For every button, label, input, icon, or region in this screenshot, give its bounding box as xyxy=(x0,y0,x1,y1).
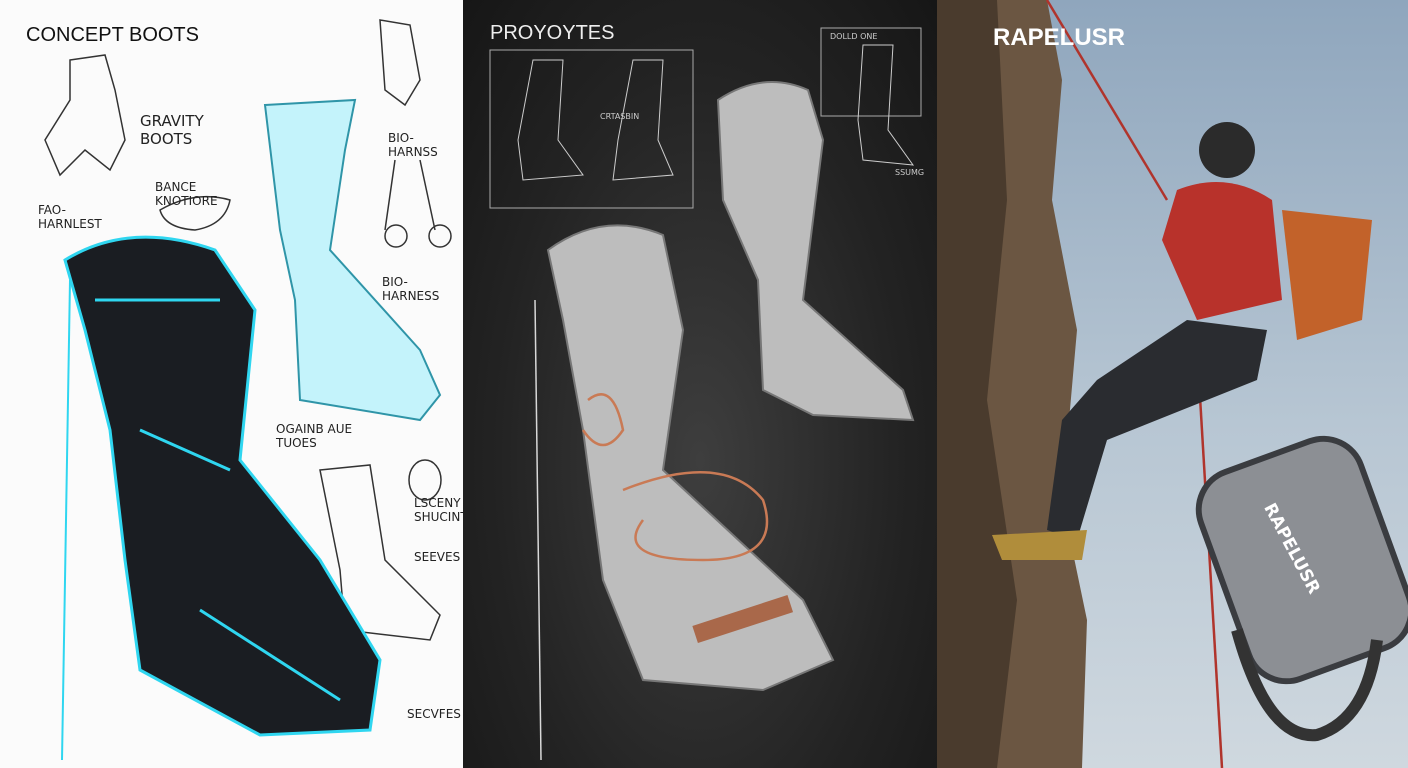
prototype-boots-render xyxy=(489,27,922,761)
blueprint-label: CRTASBIN xyxy=(600,112,640,121)
concept-sketch-panel: CONCEPT BOOTS GRAVITY BOOTS BANCE KNOTIO… xyxy=(0,0,463,768)
sketch-label: FAO- HARNLEST xyxy=(38,203,102,232)
sketch-label: SECVFES xyxy=(407,707,461,721)
panel-title: PROYOYTES xyxy=(490,22,615,44)
rappelling-photo-panel: RAPELUSR RAPELUSR xyxy=(937,0,1408,768)
sketch-label: GRAVITY BOOTS xyxy=(140,112,204,148)
sketch-label: BIO-HARNSS xyxy=(388,131,438,160)
climber-photo xyxy=(937,0,1408,768)
blueprint-label: SSUMG xyxy=(895,168,925,177)
sketch-label: BANCE KNOTIORE xyxy=(155,180,218,209)
prototype-panel: PROYOYTES CRTASBIN DOLLD ONE SSUMG xyxy=(463,0,937,768)
sketch-label: OGAINB AUE TUOES xyxy=(276,422,353,451)
sketch-label: BIO-HARNESS xyxy=(382,275,440,304)
panel-title: RAPELUSR xyxy=(993,24,1126,51)
blueprint-label: DOLLD ONE xyxy=(830,32,878,41)
panel-title: CONCEPT BOOTS xyxy=(26,24,199,46)
sketch-label: LSCENY SHUCINTS xyxy=(414,496,463,525)
concept-boots-illustration xyxy=(44,19,452,761)
sketch-label: SEEVES xyxy=(414,550,461,564)
